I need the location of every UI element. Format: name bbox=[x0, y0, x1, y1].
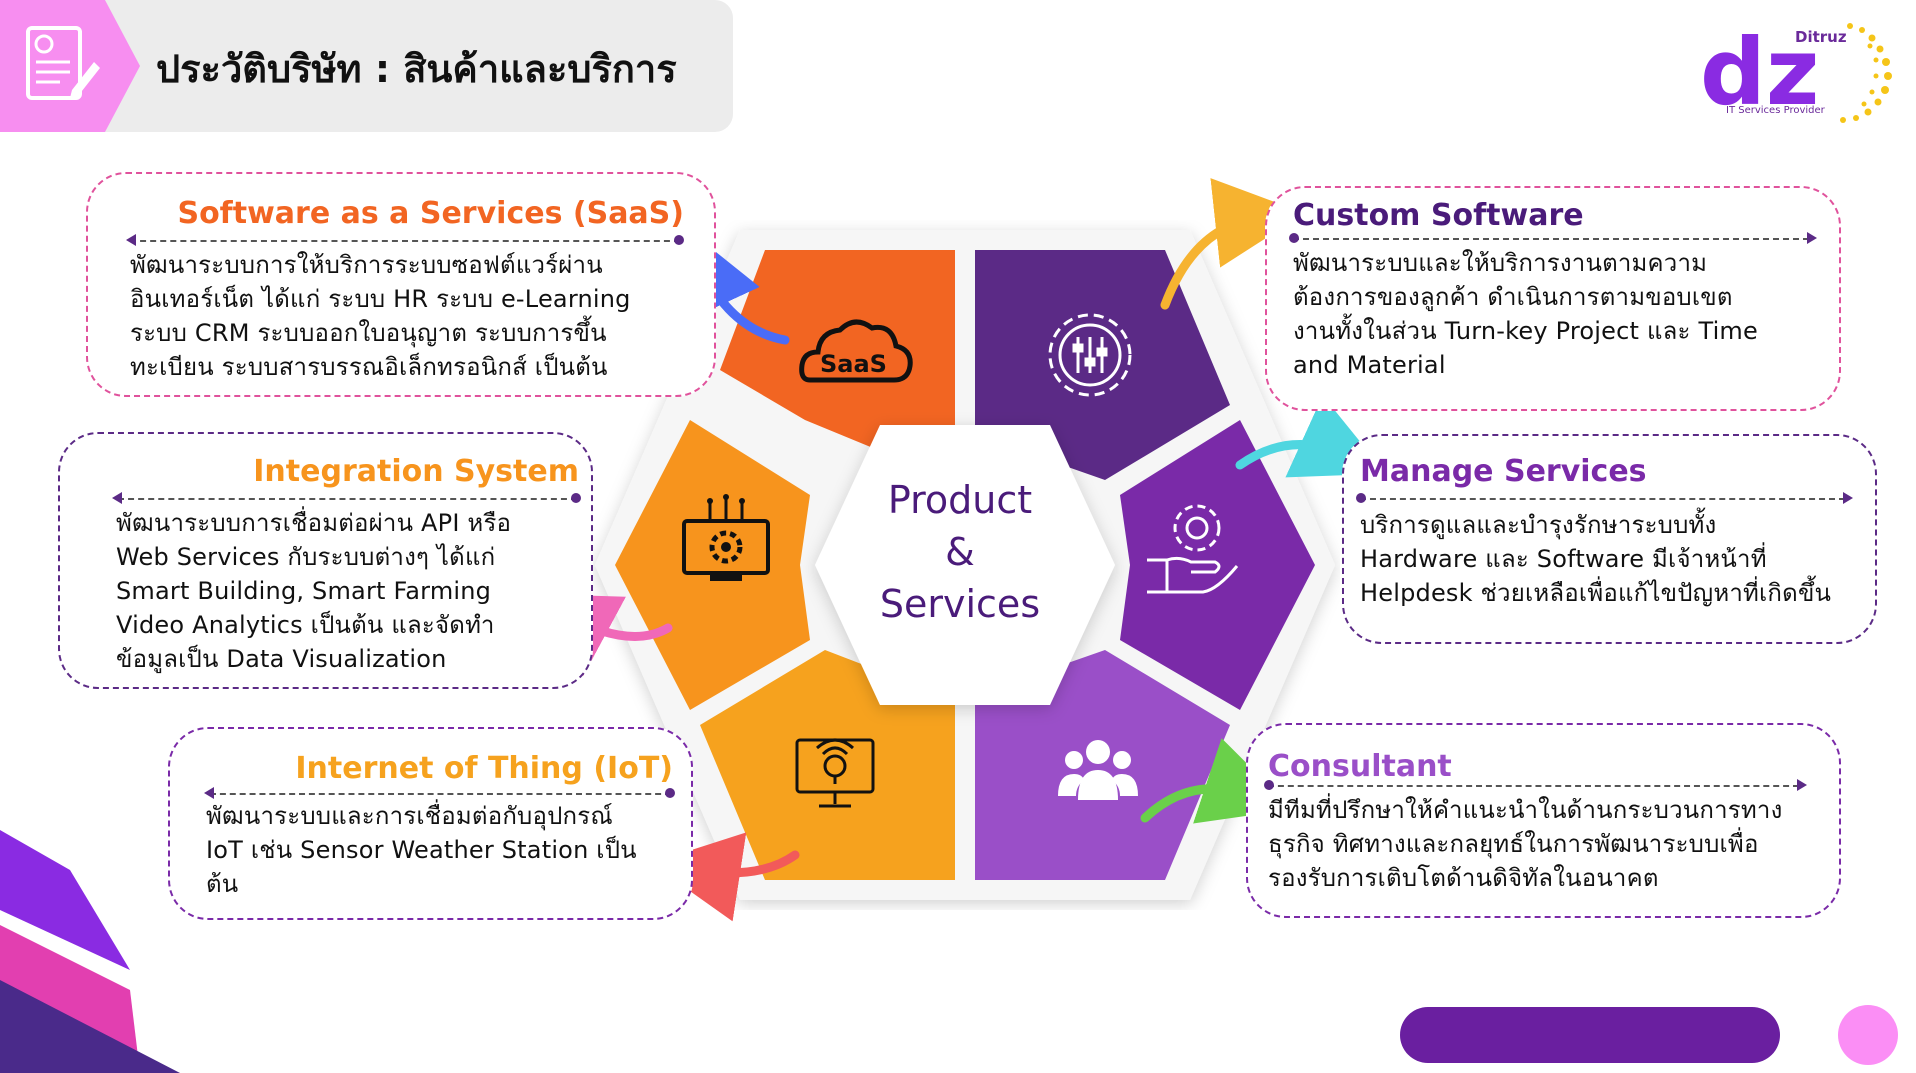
card-manage-rule-arrow bbox=[1843, 492, 1853, 504]
center-label-line2: & bbox=[945, 530, 975, 574]
segment-integration bbox=[615, 420, 810, 710]
card-integration-title: Integration System bbox=[253, 454, 579, 489]
card-iot-divider bbox=[210, 793, 671, 795]
corner-decoration bbox=[0, 830, 180, 1073]
bottom-dot bbox=[1838, 1005, 1898, 1065]
center-hexagon bbox=[815, 425, 1115, 705]
card-saas-rule-arrow bbox=[126, 234, 136, 246]
card-saas-title: Software as a Services (SaaS) bbox=[177, 196, 684, 231]
iot-monitor-icon bbox=[795, 738, 875, 808]
hexagon-diagram: SaaS bbox=[595, 230, 1335, 900]
card-saas-divider bbox=[130, 240, 680, 242]
card-iot-title: Internet of Thing (IoT) bbox=[295, 751, 673, 786]
integration-computer-icon bbox=[682, 494, 770, 581]
card-integration-rule-arrow bbox=[112, 492, 122, 504]
card-custom-body: พัฒนาระบบและให้บริการงานตามความ ต้องการข… bbox=[1293, 249, 1758, 379]
card-integration-divider bbox=[118, 498, 577, 500]
arrow-custom bbox=[1160, 178, 1305, 310]
card-saas-dot bbox=[674, 235, 684, 245]
card-custom-title: Custom Software bbox=[1293, 198, 1584, 233]
svg-text:SaaS: SaaS bbox=[820, 350, 887, 378]
segment-iot bbox=[700, 650, 955, 880]
hand-gear-icon bbox=[1147, 504, 1239, 594]
card-integration-body: พัฒนาระบบการเชื่อมต่อผ่าน API หรือ Web S… bbox=[116, 509, 512, 673]
card-custom-divider bbox=[1293, 238, 1809, 240]
logo-mark: dz bbox=[1700, 19, 1819, 126]
segment-saas bbox=[720, 250, 955, 455]
card-iot: Internet of Thing (IoT) พัฒนาระบบและการเ… bbox=[168, 727, 693, 920]
card-custom: Custom Software พัฒนาระบบและให้บริการงาน… bbox=[1265, 186, 1841, 411]
card-custom-rule-arrow bbox=[1807, 232, 1817, 244]
card-manage-body: บริการดูแลและบำรุงรักษาระบบทั้ง Hardware… bbox=[1360, 511, 1832, 607]
card-consultant-rule-arrow bbox=[1797, 779, 1807, 791]
card-consultant-title: Consultant bbox=[1268, 749, 1452, 784]
gear-sliders-icon bbox=[1048, 313, 1132, 397]
arrow-manage bbox=[1235, 395, 1386, 478]
card-consultant-dot bbox=[1264, 780, 1274, 790]
ditruz-logo: dz bbox=[1700, 19, 1892, 126]
arrow-iot bbox=[650, 832, 800, 922]
page-title: ประวัติบริษัท : สินค้าและบริการ bbox=[156, 47, 677, 91]
center-label-line3: Services bbox=[879, 582, 1041, 626]
card-manage-title: Manage Services bbox=[1360, 454, 1647, 489]
card-manage: Manage Services บริการดูแลและบำรุงรักษาร… bbox=[1342, 434, 1877, 644]
card-saas: Software as a Services (SaaS) พัฒนาระบบก… bbox=[86, 172, 716, 397]
logo-brand: Ditruz bbox=[1795, 28, 1847, 46]
document-edit-icon bbox=[26, 26, 100, 100]
center-label: Product & Services bbox=[870, 474, 1050, 630]
card-consultant: Consultant มีทีมที่ปรึกษาให้คำแนะนำในด้า… bbox=[1246, 723, 1841, 918]
header-icon-box bbox=[0, 0, 140, 132]
card-manage-dot bbox=[1356, 493, 1366, 503]
bottom-bar bbox=[1400, 1007, 1780, 1063]
card-integration-dot bbox=[571, 493, 581, 503]
card-consultant-divider bbox=[1268, 785, 1799, 787]
card-consultant-body: มีทีมที่ปรึกษาให้คำแนะนำในด้านกระบวนการท… bbox=[1268, 796, 1783, 892]
arrow-consultant bbox=[1140, 738, 1293, 824]
center-label-line1: Product bbox=[887, 478, 1033, 522]
card-iot-body: พัฒนาระบบและการเชื่อมต่อกับอุปกรณ์ IoT เ… bbox=[206, 802, 637, 898]
card-iot-rule-arrow bbox=[204, 787, 214, 799]
logo-tagline: IT Services Provider bbox=[1726, 105, 1825, 116]
card-manage-divider bbox=[1360, 498, 1845, 500]
card-iot-dot bbox=[665, 788, 675, 798]
card-saas-body: พัฒนาระบบการให้บริการระบบซอฟต์แวร์ผ่าน อ… bbox=[130, 251, 631, 381]
segment-consultant bbox=[975, 650, 1230, 880]
card-integration: Integration System พัฒนาระบบการเชื่อมต่อ… bbox=[58, 432, 593, 689]
card-custom-dot bbox=[1289, 233, 1299, 243]
saas-cloud-icon: SaaS bbox=[799, 319, 913, 383]
team-icon bbox=[1058, 740, 1138, 800]
